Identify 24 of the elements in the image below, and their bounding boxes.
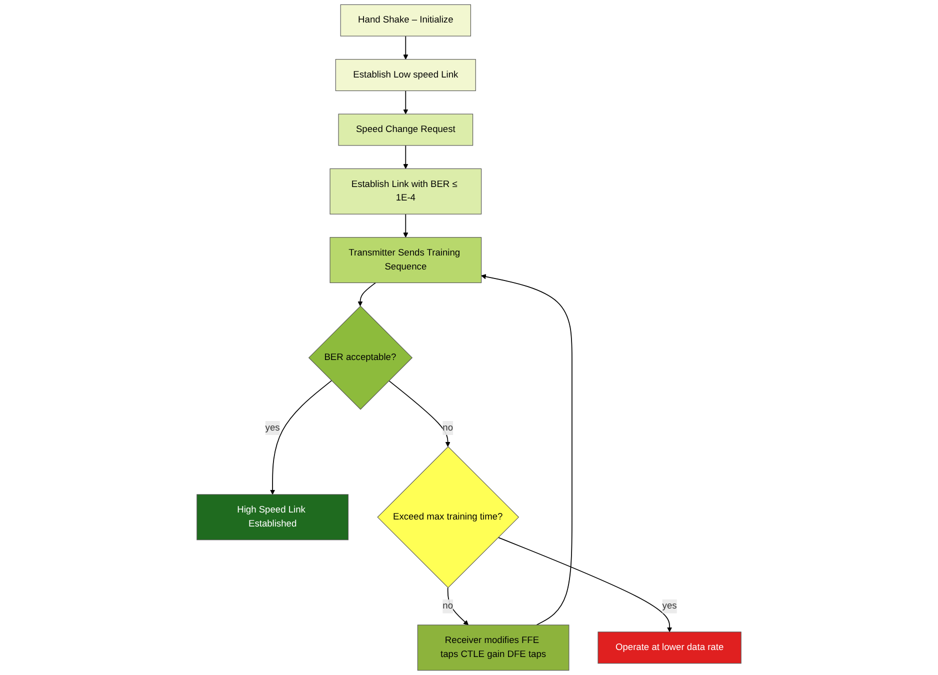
node-box: Speed Change Request bbox=[338, 114, 474, 146]
arrow bbox=[481, 274, 572, 626]
arrow bbox=[403, 145, 408, 169]
edge-label: yes bbox=[265, 422, 280, 433]
node-box: Hand Shake – Initialize bbox=[340, 4, 471, 36]
node-box: High Speed Link Established bbox=[196, 494, 348, 540]
arrow bbox=[447, 587, 469, 626]
arrow bbox=[403, 90, 408, 114]
arrow bbox=[403, 214, 408, 238]
node-box: Receiver modifies FFE taps CTLE gain DFE taps bbox=[417, 624, 570, 671]
node-box: Establish Low speed Link bbox=[335, 59, 476, 92]
node-box: Establish Link with BER ≤ 1E-4 bbox=[330, 168, 482, 214]
arrow bbox=[403, 36, 408, 60]
node-diamond: BER acceptable? bbox=[308, 306, 413, 410]
edge-label: no bbox=[442, 422, 454, 433]
node-box: Transmitter Sends Training Sequence bbox=[330, 237, 482, 284]
arrow bbox=[388, 380, 450, 447]
edge-label: no bbox=[442, 601, 454, 611]
arrow bbox=[270, 380, 332, 495]
edge-label: yes bbox=[662, 601, 677, 611]
node-box: Operate at lower data rate bbox=[598, 632, 742, 664]
arrow bbox=[358, 282, 376, 306]
node-diamond: Exceed max training time? bbox=[377, 446, 520, 588]
arrow bbox=[498, 536, 672, 632]
